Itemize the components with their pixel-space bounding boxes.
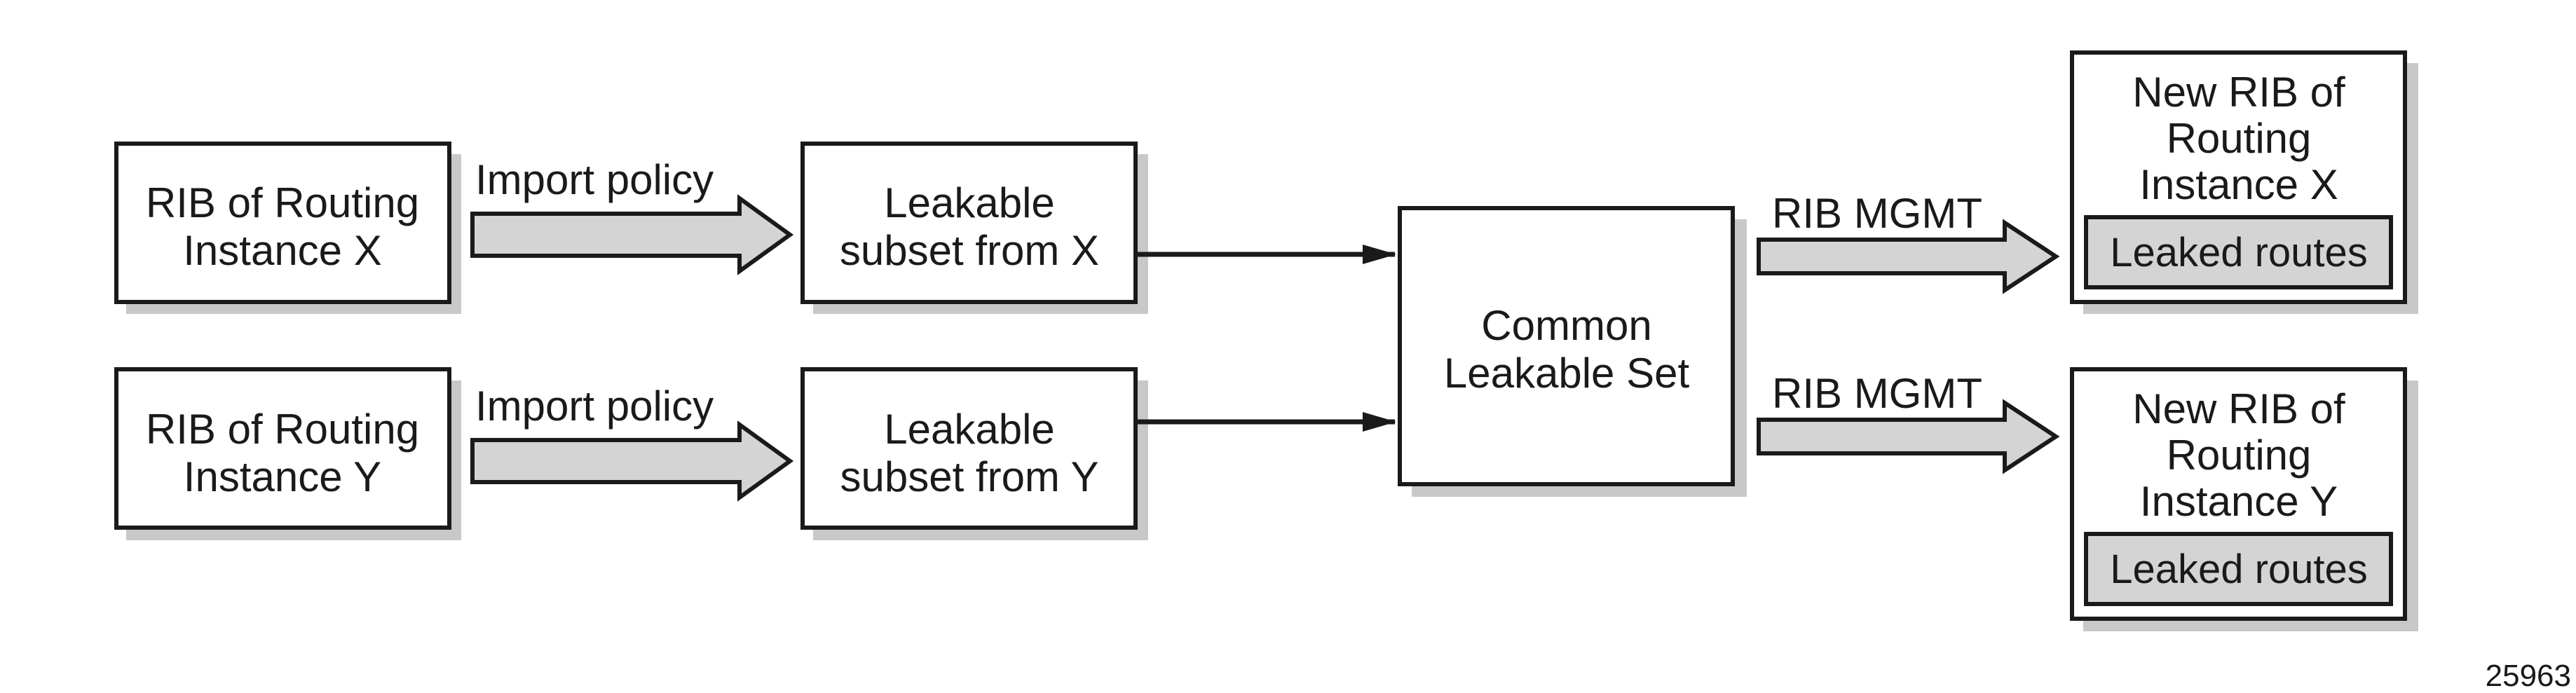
import-policy-label-y: Import policy bbox=[475, 383, 714, 430]
box-new-rib-instance-y: New RIB of Routing Instance Y Leaked rou… bbox=[2070, 367, 2407, 621]
box-common-leakable-set: Common Leakable Set bbox=[1398, 206, 1735, 486]
rib-mgmt-arrow-x: RIB MGMT bbox=[1757, 190, 2060, 294]
rib-y-line-1: RIB of Routing bbox=[146, 406, 419, 453]
box-leakable-subset-y: Leakable subset from Y bbox=[800, 367, 1138, 530]
box-rib-instance-y: RIB of Routing Instance Y bbox=[114, 367, 451, 530]
leak-y-line-2: subset from Y bbox=[840, 453, 1098, 500]
rib-mgmt-arrow-y: RIB MGMT bbox=[1757, 370, 2060, 474]
new-y-line-1: New RIB of bbox=[2132, 385, 2345, 432]
new-x-line-2: Routing bbox=[2167, 115, 2312, 162]
new-x-line-1: New RIB of bbox=[2132, 69, 2345, 116]
leaked-routes-label-x: Leaked routes bbox=[2110, 230, 2368, 275]
rib-x-line-1: RIB of Routing bbox=[146, 179, 419, 226]
box-new-rib-instance-x: New RIB of Routing Instance X Leaked rou… bbox=[2070, 50, 2407, 304]
leaked-routes-box-x: Leaked routes bbox=[2084, 215, 2393, 289]
rib-x-line-2: Instance X bbox=[183, 227, 382, 274]
box-rib-instance-x: RIB of Routing Instance X bbox=[114, 142, 451, 304]
leak-x-line-1: Leakable bbox=[884, 179, 1055, 226]
connector-arrows bbox=[1136, 245, 1396, 432]
box-leakable-subset-x: Leakable subset from X bbox=[800, 142, 1138, 304]
import-policy-label-x: Import policy bbox=[475, 156, 714, 203]
common-line-2: Leakable Set bbox=[1444, 350, 1690, 397]
new-y-line-2: Routing bbox=[2167, 432, 2312, 479]
rib-y-line-2: Instance Y bbox=[184, 453, 381, 500]
common-line-1: Common bbox=[1481, 302, 1651, 349]
rib-mgmt-label-y: RIB MGMT bbox=[1772, 370, 1982, 417]
figure-id: 25963 bbox=[2486, 659, 2571, 693]
leak-y-line-1: Leakable bbox=[884, 406, 1055, 453]
new-y-line-3: Instance Y bbox=[2140, 478, 2338, 525]
leaked-routes-label-y: Leaked routes bbox=[2110, 547, 2368, 592]
leaked-routes-box-y: Leaked routes bbox=[2084, 532, 2393, 606]
new-x-line-3: Instance X bbox=[2139, 161, 2338, 208]
import-policy-arrow-x: Import policy bbox=[470, 156, 794, 275]
rib-mgmt-label-x: RIB MGMT bbox=[1772, 190, 1982, 237]
import-policy-arrow-y: Import policy bbox=[470, 383, 794, 502]
leak-x-line-2: subset from X bbox=[840, 227, 1099, 274]
